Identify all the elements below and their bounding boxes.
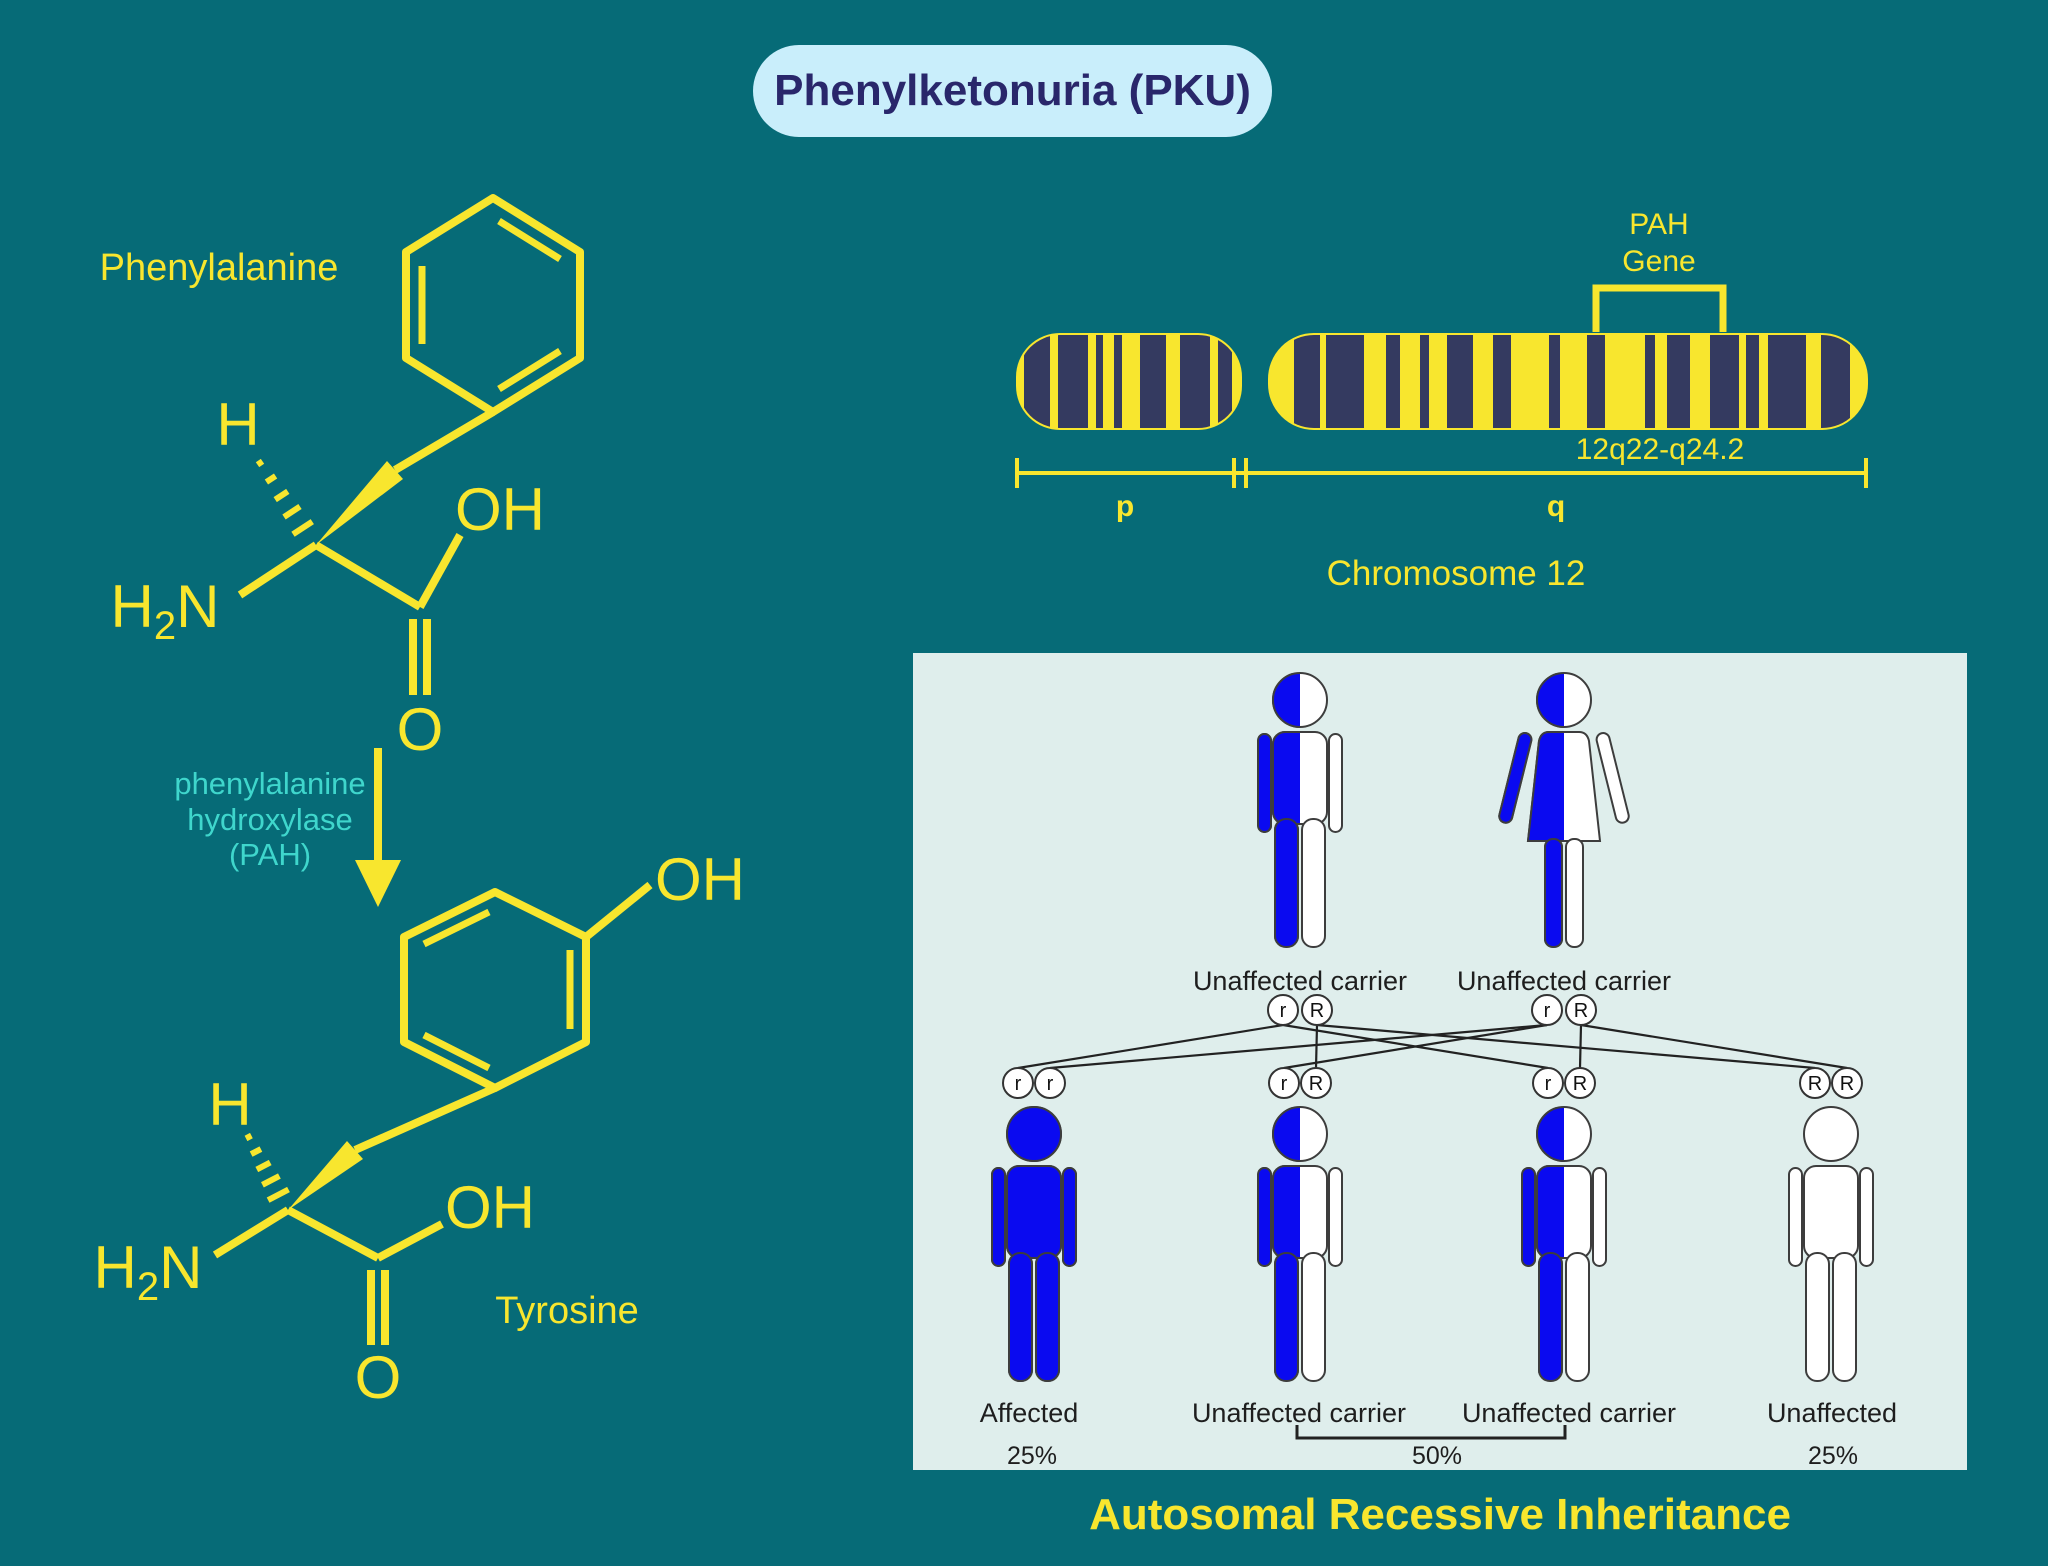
allele-letter: R <box>1574 1000 1588 1022</box>
benzene-ring <box>402 194 584 416</box>
ch2-bond <box>353 1084 497 1154</box>
gene-label-line2: Gene <box>1622 245 1695 278</box>
allele-circle <box>1565 994 1597 1026</box>
child4-label: Unaffected <box>1766 1398 1898 1428</box>
middle-percent: 50% <box>1411 1442 1463 1470</box>
allele-letter: r <box>1544 1000 1551 1022</box>
hash-bond <box>255 458 314 537</box>
child4-percent: 25% <box>1807 1442 1859 1470</box>
allele-circle <box>1799 1067 1831 1099</box>
enzyme-line-3: (PAH) <box>229 837 311 872</box>
o-label: O <box>397 696 444 763</box>
fifty-percent-bracket <box>1295 1425 1567 1440</box>
oh-label: OH <box>455 476 545 543</box>
gene-bracket <box>1592 284 1727 332</box>
amine-label: H2N <box>111 573 220 648</box>
father-label: Unaffected carrier <box>1192 966 1408 996</box>
allele-letter: R <box>1310 1000 1324 1022</box>
allele-letter: r <box>1047 1073 1054 1095</box>
ch2-bond <box>392 408 496 474</box>
tyrosine-structure: OH H H2N OH O Tyrosine <box>94 846 745 1411</box>
enzyme-line-2: hydroxylase <box>187 802 352 837</box>
person-unaffected <box>1788 1106 1874 1382</box>
person-carrier <box>1496 672 1632 948</box>
allele-letter: r <box>1280 1000 1287 1022</box>
amine-label: H2N <box>94 1234 203 1309</box>
child3-label: Unaffected carrier <box>1461 1398 1677 1428</box>
allele-letter: R <box>1309 1073 1323 1095</box>
allele-cross-lines <box>1017 1023 1848 1070</box>
page-title: Phenylketonuria (PKU) <box>774 66 1251 115</box>
allele-letter: r <box>1281 1073 1288 1095</box>
p-arm-bands <box>1024 335 1232 428</box>
allele-circle <box>1532 1067 1564 1099</box>
reaction-arrow-group: phenylalanine hydroxylase (PAH) <box>174 748 401 907</box>
region-label: 12q22-q24.2 <box>1576 433 1745 466</box>
ring-oh-label: OH <box>655 846 745 913</box>
allele-circle <box>1267 994 1299 1026</box>
mother-label: Unaffected carrier <box>1456 966 1672 996</box>
h-atom-label: H <box>216 391 259 458</box>
phenylalanine-label: Phenylalanine <box>100 247 339 289</box>
allele-circle <box>1300 1067 1332 1099</box>
allele-circle <box>1268 1067 1300 1099</box>
arrow-head-icon <box>355 860 401 907</box>
allele-letter: r <box>1015 1073 1022 1095</box>
child1-label: Affected <box>979 1398 1079 1428</box>
enzyme-line-1: phenylalanine <box>174 766 365 801</box>
p-arm-label: p <box>1116 490 1134 523</box>
allele-circle <box>1301 994 1333 1026</box>
allele-letter: R <box>1840 1073 1854 1095</box>
wedge-bond <box>288 1141 363 1210</box>
chromosome-panel: PAH Gene 12q22-q24.2 p q Chromosome 12 <box>1015 208 1868 593</box>
allele-circle <box>1564 1067 1596 1099</box>
pq-ruler <box>1015 458 1868 488</box>
allele-letter: r <box>1545 1073 1552 1095</box>
child1-percent: 25% <box>1006 1442 1058 1470</box>
wedge-bond <box>316 461 403 545</box>
o-label: O <box>355 1344 402 1411</box>
h-atom-label: H <box>208 1071 251 1138</box>
allele-circle <box>1531 994 1563 1026</box>
allele-letter: R <box>1573 1073 1587 1095</box>
phenylalanine-structure: Phenylalanine H H2N OH O <box>100 194 584 763</box>
oh-label: OH <box>445 1174 535 1241</box>
allele-circle <box>1002 1067 1034 1099</box>
child2-label: Unaffected carrier <box>1191 1398 1407 1428</box>
benzene-ring <box>400 888 590 1092</box>
gene-label-line1: PAH <box>1629 208 1688 241</box>
molecule-panel: Phenylalanine H H2N OH O <box>94 194 745 1411</box>
inheritance-caption: Autosomal Recessive Inheritance <box>1089 1490 1791 1539</box>
allele-circle <box>1831 1067 1863 1099</box>
q-arm-bands <box>1294 335 1850 428</box>
tyrosine-label: Tyrosine <box>495 1290 639 1332</box>
title-pill: Phenylketonuria (PKU) <box>753 45 1272 137</box>
person-carrier <box>1521 1106 1607 1382</box>
chromosome-name: Chromosome 12 <box>1327 554 1586 593</box>
allele-circle <box>1034 1067 1066 1099</box>
allele-letter: R <box>1808 1073 1822 1095</box>
person-carrier <box>1257 672 1343 948</box>
hash-bond <box>244 1132 290 1203</box>
person-carrier <box>1257 1106 1343 1382</box>
person-affected <box>991 1106 1077 1382</box>
q-arm-label: q <box>1547 490 1565 523</box>
